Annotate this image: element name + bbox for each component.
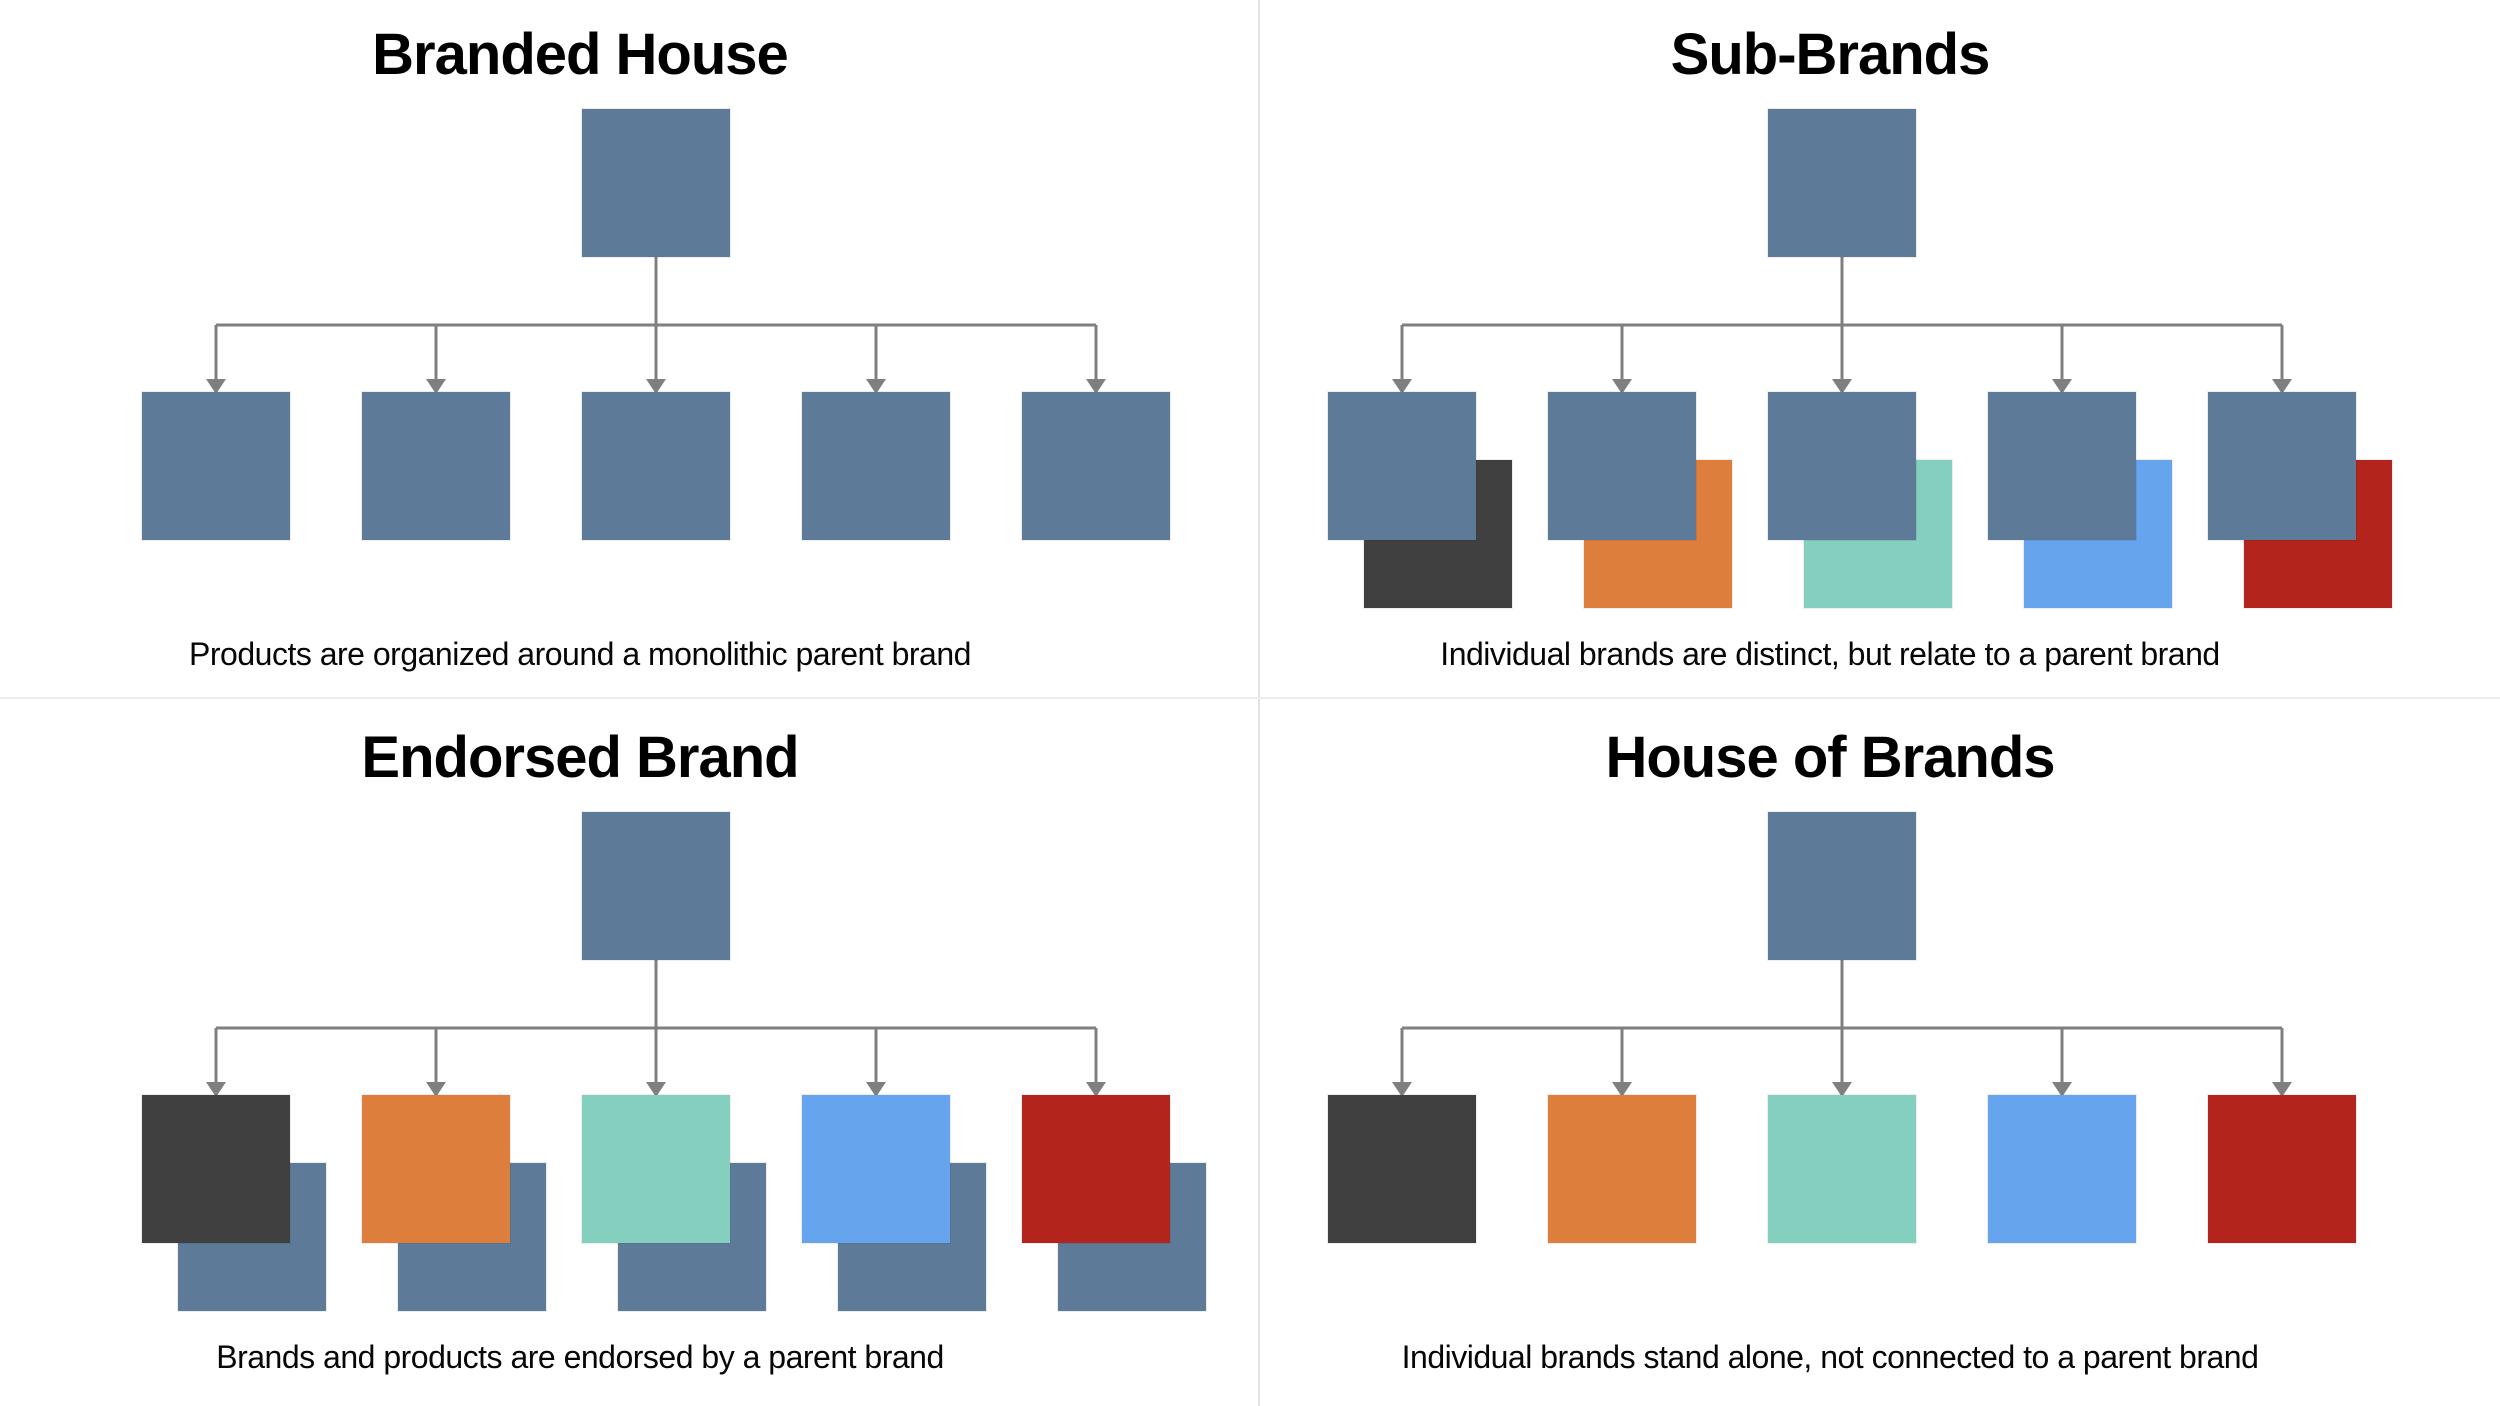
child-brand-square [1767, 391, 1917, 541]
child-brand-square [2207, 1094, 2357, 1244]
quadrant-caption: Brands and products are endorsed by a pa… [216, 1338, 944, 1375]
arrow-down-icon [1086, 379, 1106, 394]
quadrant-caption: Products are organized around a monolith… [189, 635, 971, 672]
quadrant-endorsed-brand: Endorsed Brand Brands and products are e… [0, 703, 1250, 1406]
parent-brand-square [1767, 108, 1917, 258]
child-brand-square [581, 391, 731, 541]
child-brand-square [141, 1094, 291, 1244]
child-brand-square [1547, 391, 1697, 541]
arrow-down-icon [1612, 379, 1632, 394]
connector-lines [1392, 960, 2292, 1097]
child-brand-square [141, 391, 291, 541]
hierarchy-tree [0, 703, 1250, 1406]
child-brand-square [801, 391, 951, 541]
parent-brand-square [581, 108, 731, 258]
arrow-down-icon [2272, 379, 2292, 394]
arrow-down-icon [866, 379, 886, 394]
child-brand-square [1021, 391, 1171, 541]
arrow-down-icon [2272, 1082, 2292, 1097]
child-brand-square [1987, 391, 2137, 541]
quadrant-title: Branded House [372, 21, 789, 87]
child-brand-square [1767, 1094, 1917, 1244]
child-brand-square [2207, 391, 2357, 541]
connector-lines [206, 960, 1106, 1097]
arrow-down-icon [866, 1082, 886, 1097]
quadrant-caption: Individual brands stand alone, not conne… [1401, 1338, 2259, 1375]
parent-brand-square [581, 811, 731, 961]
arrow-down-icon [426, 1082, 446, 1097]
child-brand-square [801, 1094, 951, 1244]
connector-lines [1392, 257, 2292, 394]
quadrant-title: House of Brands [1605, 724, 2055, 790]
arrow-down-icon [2052, 379, 2072, 394]
quadrant-title: Sub-Brands [1670, 21, 1991, 87]
arrow-down-icon [1392, 379, 1412, 394]
arrow-down-icon [646, 1082, 666, 1097]
quadrant-caption: Individual brands are distinct, but rela… [1440, 635, 2220, 672]
child-brand-square [1987, 1094, 2137, 1244]
quadrant-house-of-brands: House of Brands Individual brands stand … [1250, 703, 2500, 1406]
arrow-down-icon [2052, 1082, 2072, 1097]
arrow-down-icon [1832, 379, 1852, 394]
quadrant-branded-house: Branded House Products are organized aro… [0, 0, 1250, 703]
arrow-down-icon [206, 1082, 226, 1097]
hierarchy-tree [0, 0, 1250, 703]
parent-brand-square [1767, 811, 1917, 961]
arrow-down-icon [1086, 1082, 1106, 1097]
arrow-down-icon [1392, 1082, 1412, 1097]
child-brand-square [361, 1094, 511, 1244]
hierarchy-tree [1250, 703, 2500, 1406]
hierarchy-tree [1250, 0, 2500, 703]
child-brand-square [1021, 1094, 1171, 1244]
child-brand-square [1547, 1094, 1697, 1244]
child-brand-square [361, 391, 511, 541]
arrow-down-icon [1832, 1082, 1852, 1097]
child-brand-square [581, 1094, 731, 1244]
child-brand-square [1327, 1094, 1477, 1244]
connector-lines [206, 257, 1106, 394]
horizontal-divider [0, 697, 2500, 699]
arrow-down-icon [426, 379, 446, 394]
quadrant-title: Endorsed Brand [361, 724, 799, 790]
arrow-down-icon [646, 379, 666, 394]
quadrant-sub-brands: Sub-Brands Individual brands are distinc… [1250, 0, 2500, 703]
arrow-down-icon [206, 379, 226, 394]
arrow-down-icon [1612, 1082, 1632, 1097]
child-brand-square [1327, 391, 1477, 541]
vertical-divider [1258, 0, 1260, 1406]
